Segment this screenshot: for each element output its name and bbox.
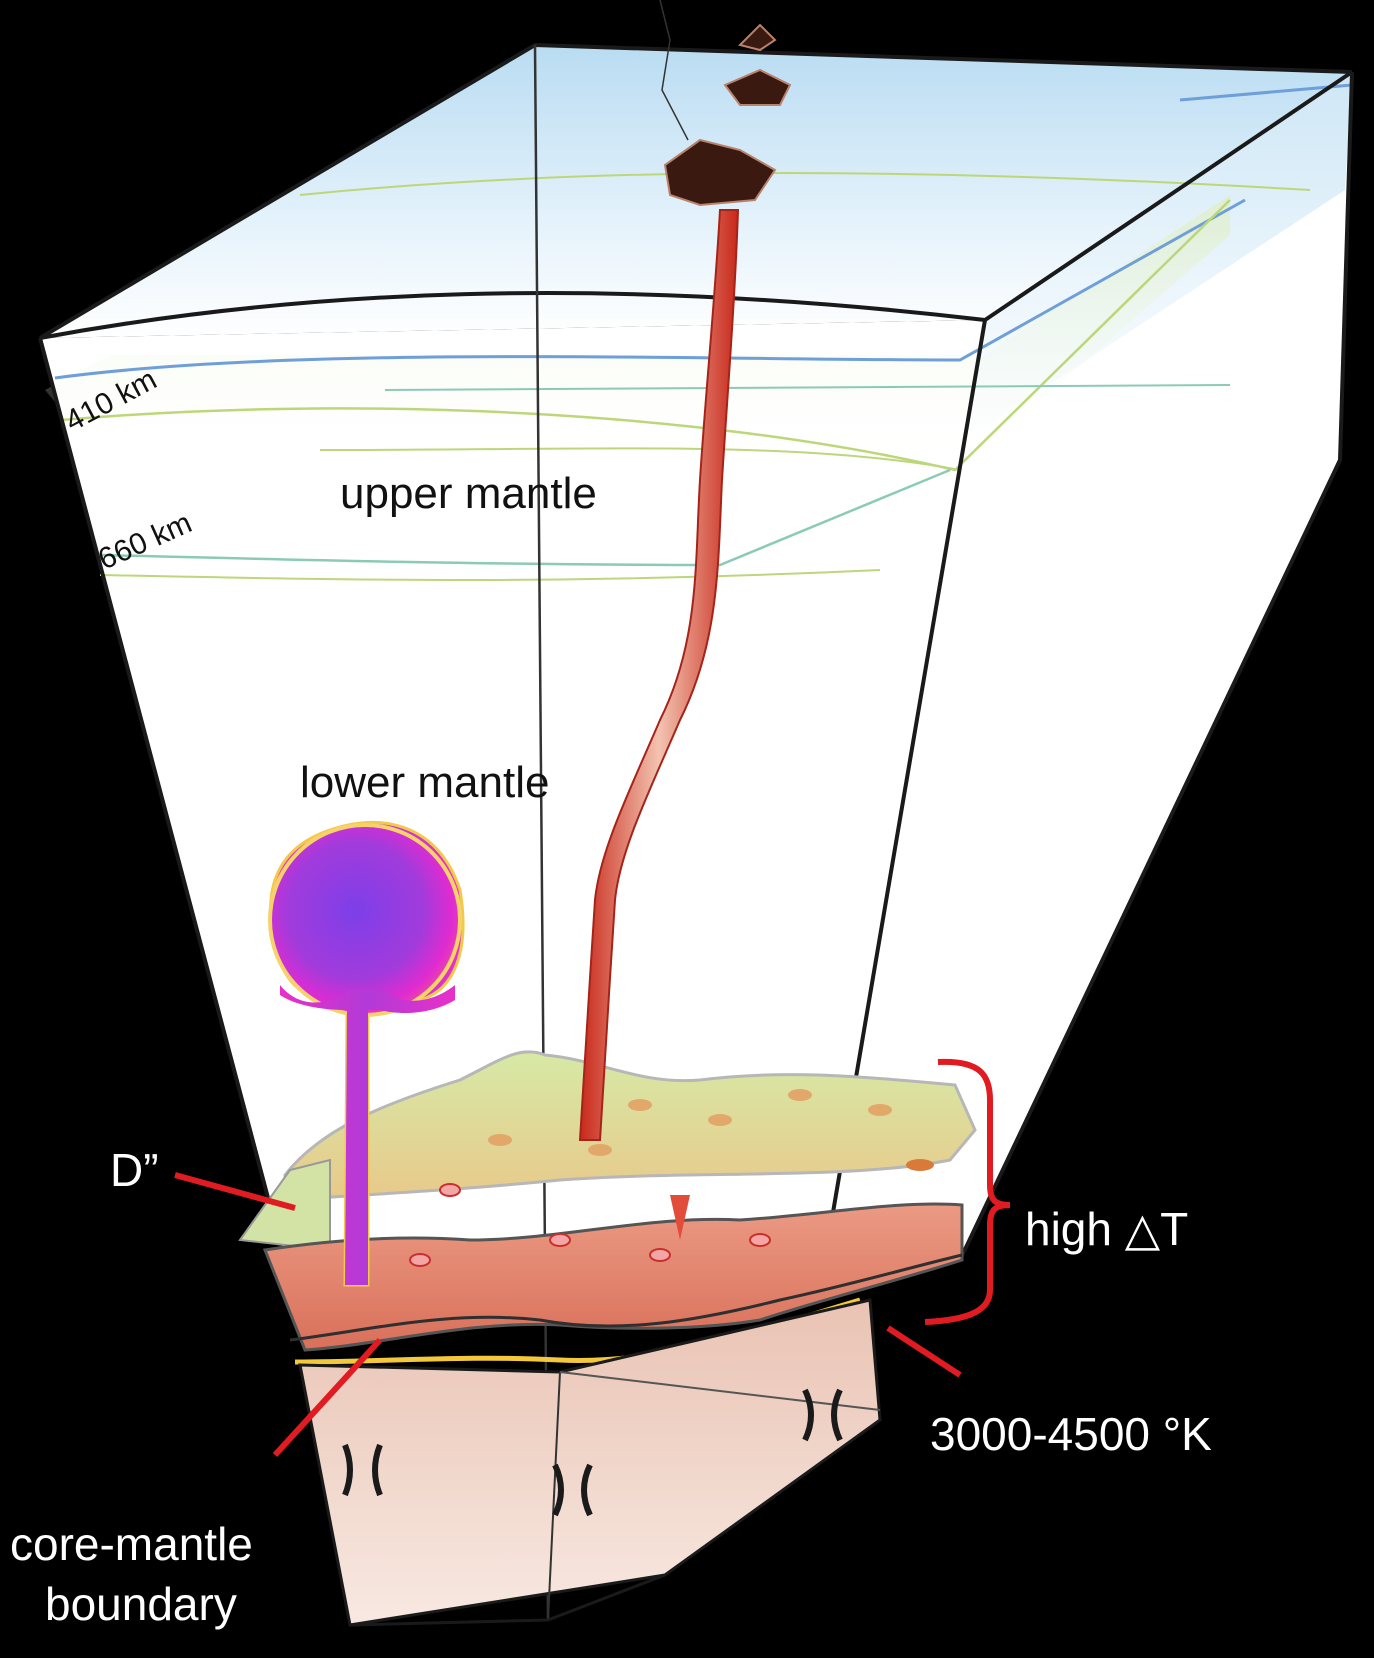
d-double-prime-callout	[174, 1172, 296, 1211]
subducting-slab	[578, 209, 740, 1240]
callout-lines	[174, 1058, 1011, 1458]
upper-mantle-label: upper mantle	[340, 469, 597, 518]
temperature-range-label: 3000-4500 °K	[930, 1408, 1212, 1460]
temperature-callout	[886, 1325, 962, 1378]
high-delta-t-label: high △T	[1025, 1203, 1188, 1255]
core-mantle-boundary-label-line2: boundary	[45, 1578, 237, 1630]
surface-crust-fragments	[663, 23, 792, 207]
surface-crack	[659, 0, 689, 141]
convection-arrows	[342, 1388, 843, 1517]
high-delta-t-brace	[924, 1058, 1011, 1325]
thermochemical-blobs	[409, 1089, 934, 1267]
d-double-prime-label: D”	[110, 1144, 159, 1196]
mantle-wedge	[38, 42, 1354, 1621]
lower-mantle-label: lower mantle	[300, 758, 549, 807]
outer-core-block	[298, 1298, 882, 1627]
d-double-prime-layer	[238, 1050, 977, 1252]
core-mantle-boundary-callout	[272, 1337, 383, 1458]
mantle-plume	[268, 821, 465, 1287]
core-mantle-boundary-label-line1: core-mantle	[10, 1518, 253, 1570]
hot-boundary-layer	[262, 1202, 964, 1365]
